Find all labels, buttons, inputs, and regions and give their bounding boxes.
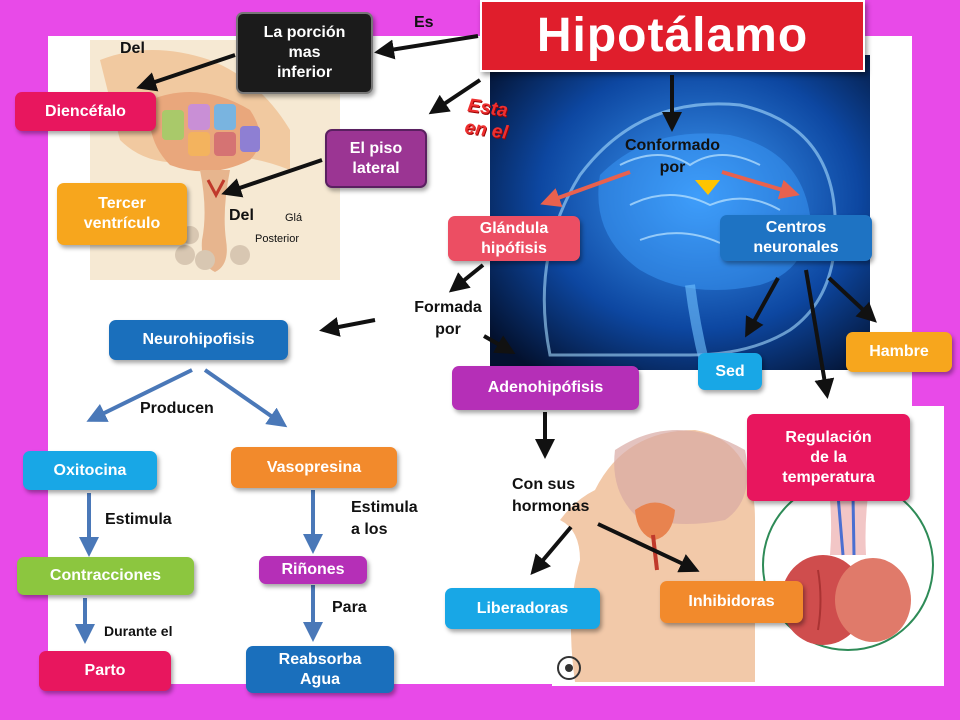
arrow-piso-to-tercer <box>221 158 323 198</box>
node-sed: Sed <box>698 353 762 390</box>
arrow-formada-to-neuro <box>319 317 376 337</box>
label-es: Es <box>414 14 434 31</box>
arrow-centros-to-sed <box>745 277 780 338</box>
node-adenohipofisis: Adenohipófisis <box>452 366 639 410</box>
node-inhibidoras: Inhibidoras <box>660 581 803 623</box>
label-estimula-a-los: Estimula a los <box>351 499 418 538</box>
node-tercer-ventriculo: Tercer ventrículo <box>57 183 187 245</box>
node-hambre: Hambre <box>846 332 952 372</box>
blue-brain-illustration <box>490 55 870 370</box>
arrow-title-to-porcion <box>374 34 479 60</box>
node-glandula-hipofisis: Glándula hipófisis <box>448 216 580 261</box>
node-piso-lateral: El piso lateral <box>325 129 427 188</box>
node-porcion-inferior: La porción mas inferior <box>236 12 373 94</box>
arrow-formada-to-adeno <box>483 334 516 354</box>
page-title: Hipotálamo <box>480 0 865 72</box>
figure-label-gland: Glá <box>285 212 303 224</box>
arrow-neuro-to-vasopresina <box>203 368 288 428</box>
label-del-top: Del <box>120 40 145 57</box>
label-esta-en-el: Esta en el <box>463 95 510 144</box>
label-para: Para <box>332 599 367 616</box>
figure-label-posterior: Posterior <box>255 233 300 245</box>
arrow-red-to-glandula <box>540 170 631 207</box>
arrow-porcion-to-diencefalo <box>136 53 236 92</box>
node-oxitocina: Oxitocina <box>23 451 157 490</box>
label-estimula: Estimula <box>105 511 172 528</box>
node-vasopresina: Vasopresina <box>231 447 397 488</box>
label-con-sus-hormonas: Con sus hormonas <box>512 476 590 515</box>
arrow-glandula-to-formada <box>448 263 485 293</box>
node-regulacion-temperatura: Regulación de la temperatura <box>747 414 910 501</box>
label-formada-por: Formada por <box>414 299 482 338</box>
arrow-centros-to-regulacion <box>804 269 835 399</box>
node-centros-neuronales: Centros neuronales <box>720 215 872 261</box>
label-durante-el: Durante el <box>104 623 173 639</box>
node-parto: Parto <box>39 651 171 691</box>
arrow-red-to-centros <box>721 170 800 200</box>
node-neurohipofisis: Neurohipofisis <box>109 320 288 360</box>
node-rinones: Riñones <box>259 556 367 584</box>
arrow-consus-to-inhibidoras <box>597 522 700 573</box>
label-producen: Producen <box>140 400 214 417</box>
node-liberadoras: Liberadoras <box>445 588 600 629</box>
arrow-title-to-piso <box>428 78 482 115</box>
publisher-logo-icon <box>557 656 581 680</box>
label-del-mid: Del <box>229 207 254 224</box>
node-reabsorba-agua: Reabsorba Agua <box>246 646 394 693</box>
node-diencefalo: Diencéfalo <box>15 92 156 131</box>
arrow-neuro-to-oxitocina <box>86 368 193 422</box>
label-conformado-por: Conformado por <box>624 137 721 176</box>
arrow-centros-to-hambre <box>827 276 877 323</box>
arrow-consus-to-liberadoras <box>530 525 573 576</box>
node-contracciones: Contracciones <box>17 557 194 595</box>
